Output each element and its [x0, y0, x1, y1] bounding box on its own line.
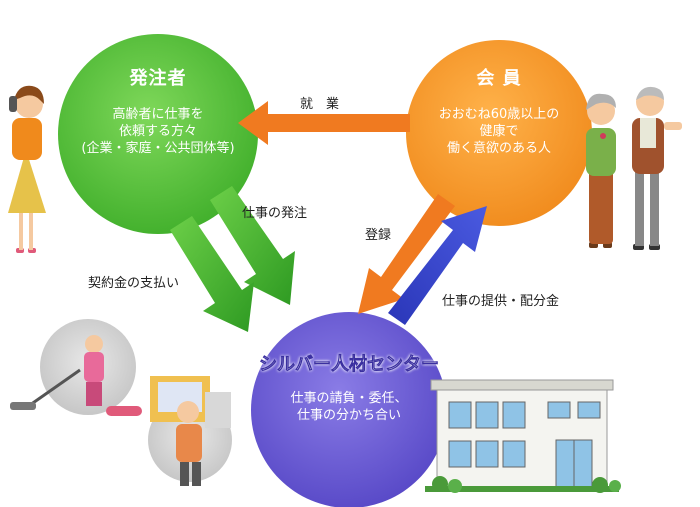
client-circle [58, 34, 258, 234]
employment-label: 就 業 [300, 97, 340, 112]
order-arrow-lower [170, 216, 254, 332]
client-title: 発注者 [129, 68, 187, 89]
payment-label: 契約金の支払い [88, 276, 180, 291]
computer-worker-icon [148, 376, 232, 486]
client-text: 発注者 高齢者に仕事を 依頼する方々 (企業・家庭・公共団体等) [58, 64, 258, 157]
order-label: 仕事の発注 [242, 206, 308, 221]
center-line-2: 仕事の分かち合い [296, 408, 401, 423]
member-text: 会 員 おおむね60歳以上の 健康で 働く意欲のある人 [404, 64, 594, 157]
client-line-3: (企業・家庭・公共団体等) [81, 141, 235, 156]
phone-woman-icon [8, 85, 46, 253]
member-line-2: 健康で [479, 124, 519, 139]
provide-arrow [388, 206, 487, 325]
housework-worker-icon [10, 319, 142, 416]
center-circle [251, 312, 447, 507]
center-line-1: 仕事の請負・委任、 [290, 391, 408, 406]
client-line-1: 高齢者に仕事を [112, 107, 204, 122]
member-title: 会 員 [476, 68, 522, 89]
register-arrow [358, 194, 455, 314]
order-arrow-upper [210, 186, 295, 305]
client-line-2: 依頼する方々 [118, 124, 197, 139]
member-line-1: おおむね60歳以上の [438, 107, 560, 122]
member-line-3: 働く意欲のある人 [446, 141, 551, 156]
building-icon [425, 379, 621, 493]
register-label: 登録 [365, 228, 392, 243]
employment-arrow [238, 101, 410, 145]
provide-label: 仕事の提供・配分金 [442, 294, 560, 309]
elderly-couple-icon [586, 86, 682, 250]
member-circle [406, 40, 592, 226]
center-text: シルバー人材センター 仕事の請負・委任、 仕事の分かち合い [214, 350, 484, 424]
center-title: シルバー人材センター [259, 354, 440, 376]
